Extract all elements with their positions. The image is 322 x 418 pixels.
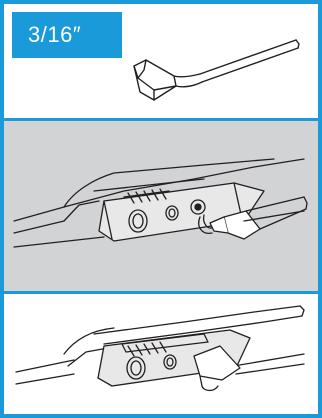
wiper-adapter-insert-illustration <box>4 121 318 285</box>
step-2-panel <box>4 118 318 294</box>
step-3-panel <box>4 294 318 414</box>
step-1-panel: 3/16″ <box>4 4 318 114</box>
wiper-adapter-assembled-illustration <box>4 294 318 414</box>
hex-key-icon <box>4 4 318 114</box>
